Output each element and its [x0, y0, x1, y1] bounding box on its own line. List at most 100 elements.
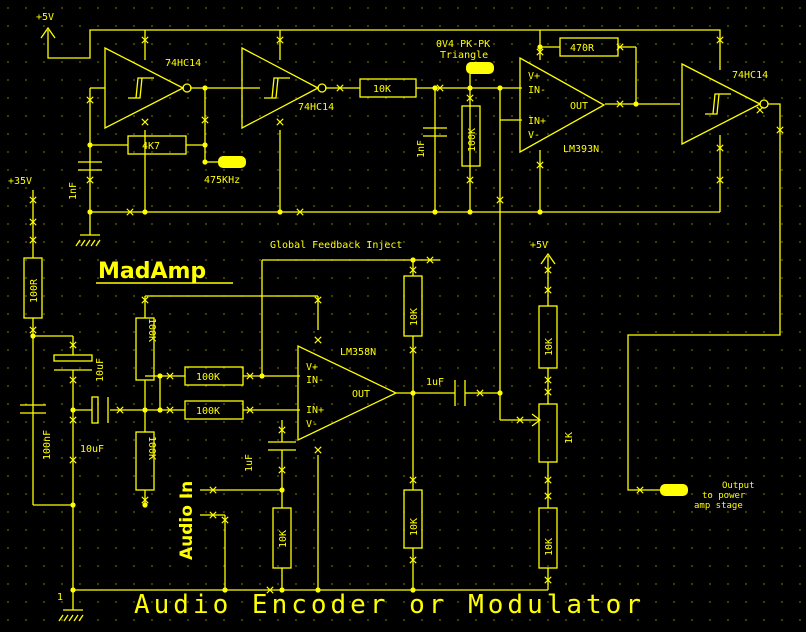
grid-dot [295, 241, 297, 243]
grid-dot [7, 295, 9, 297]
grid-dot [619, 151, 621, 153]
grid-dot [223, 223, 225, 225]
brand-title: MadAmp [98, 259, 206, 284]
grid-dot [601, 565, 603, 567]
grid-dot [43, 367, 45, 369]
grid-dot [799, 97, 801, 99]
grid-dot [781, 151, 783, 153]
grid-dot [637, 475, 639, 477]
grid-dot [421, 187, 423, 189]
grid-dot [691, 151, 693, 153]
grid-dot [601, 133, 603, 135]
grid-dot [529, 277, 531, 279]
grid-dot [763, 7, 765, 9]
resistor-100k-noninv [184, 400, 244, 420]
grid-dot [25, 547, 27, 549]
grid-dot [727, 331, 729, 333]
grid-dot [295, 43, 297, 45]
grid-dot [439, 151, 441, 153]
junction-dot [279, 487, 285, 493]
grid-dot [205, 313, 207, 315]
grid-dot [637, 403, 639, 405]
grid-dot [241, 529, 243, 531]
resistor-100k-bias-top [135, 317, 155, 381]
grid-dot [187, 79, 189, 81]
grid-dot [511, 7, 513, 9]
grid-dot [25, 493, 27, 495]
grid-dot [511, 97, 513, 99]
grid-dot [79, 259, 81, 261]
grid-dot [385, 223, 387, 225]
grid-dot [259, 7, 261, 9]
grid-dot [223, 79, 225, 81]
grid-dot [61, 475, 63, 477]
grid-dot [259, 367, 261, 369]
grid-dot [691, 529, 693, 531]
grid-dot [43, 115, 45, 117]
grid-dot [403, 25, 405, 27]
grid-dot [97, 565, 99, 567]
grid-dot [583, 25, 585, 27]
label-chip-comparator: LM393N [563, 144, 599, 155]
grid-dot [61, 601, 63, 603]
grid-dot [601, 529, 603, 531]
grid-dot [763, 277, 765, 279]
grid-dot [655, 259, 657, 261]
grid-dot [493, 601, 495, 603]
grid-dot [205, 601, 207, 603]
grid-dot [511, 457, 513, 459]
grid-dot [709, 367, 711, 369]
grid-dot [277, 529, 279, 531]
grid-dot [295, 187, 297, 189]
grid-dot [529, 493, 531, 495]
grid-dot [43, 493, 45, 495]
grid-dot [709, 313, 711, 315]
grid-dot [727, 43, 729, 45]
capacitor-1uf-audio [268, 441, 296, 460]
grid-dot [97, 619, 99, 621]
grid-dot [385, 403, 387, 405]
grid-dot [565, 511, 567, 513]
grid-dot [763, 349, 765, 351]
grid-dot [259, 565, 261, 567]
grid-dot [97, 25, 99, 27]
grid-dot [439, 367, 441, 369]
resistor-10k-div-bottom [538, 507, 558, 569]
grid-dot [619, 97, 621, 99]
grid-dot [673, 367, 675, 369]
grid-dot [799, 43, 801, 45]
grid-dot [295, 583, 297, 585]
grid-dot [745, 493, 747, 495]
grid-dot [25, 241, 27, 243]
grid-dot [727, 97, 729, 99]
grid-dot [313, 277, 315, 279]
grid-dot [241, 277, 243, 279]
grid-dot [367, 439, 369, 441]
label-triangle-line2: Triangle [440, 50, 488, 61]
grid-dot [133, 475, 135, 477]
grid-dot [709, 493, 711, 495]
capacitor-1nf-int [423, 127, 447, 137]
grid-dot [169, 97, 171, 99]
grid-dot [439, 79, 441, 81]
grid-dot [583, 475, 585, 477]
grid-dot [691, 439, 693, 441]
label-r-fb-top: 10K [409, 308, 420, 326]
grid-dot [763, 187, 765, 189]
pin-x-marker [69, 376, 77, 384]
grid-dot [295, 151, 297, 153]
grid-dot [493, 169, 495, 171]
pin-x-marker [409, 556, 417, 564]
grid-dot [223, 187, 225, 189]
grid-dot [61, 61, 63, 63]
grid-dot [79, 421, 81, 423]
grid-dot [169, 151, 171, 153]
grid-dot [529, 115, 531, 117]
grid-dot [799, 241, 801, 243]
grid-dot [745, 277, 747, 279]
grid-dot [187, 511, 189, 513]
potentiometer-1k [531, 403, 558, 463]
grid-dot [43, 223, 45, 225]
grid-dot [565, 43, 567, 45]
grid-dot [7, 403, 9, 405]
